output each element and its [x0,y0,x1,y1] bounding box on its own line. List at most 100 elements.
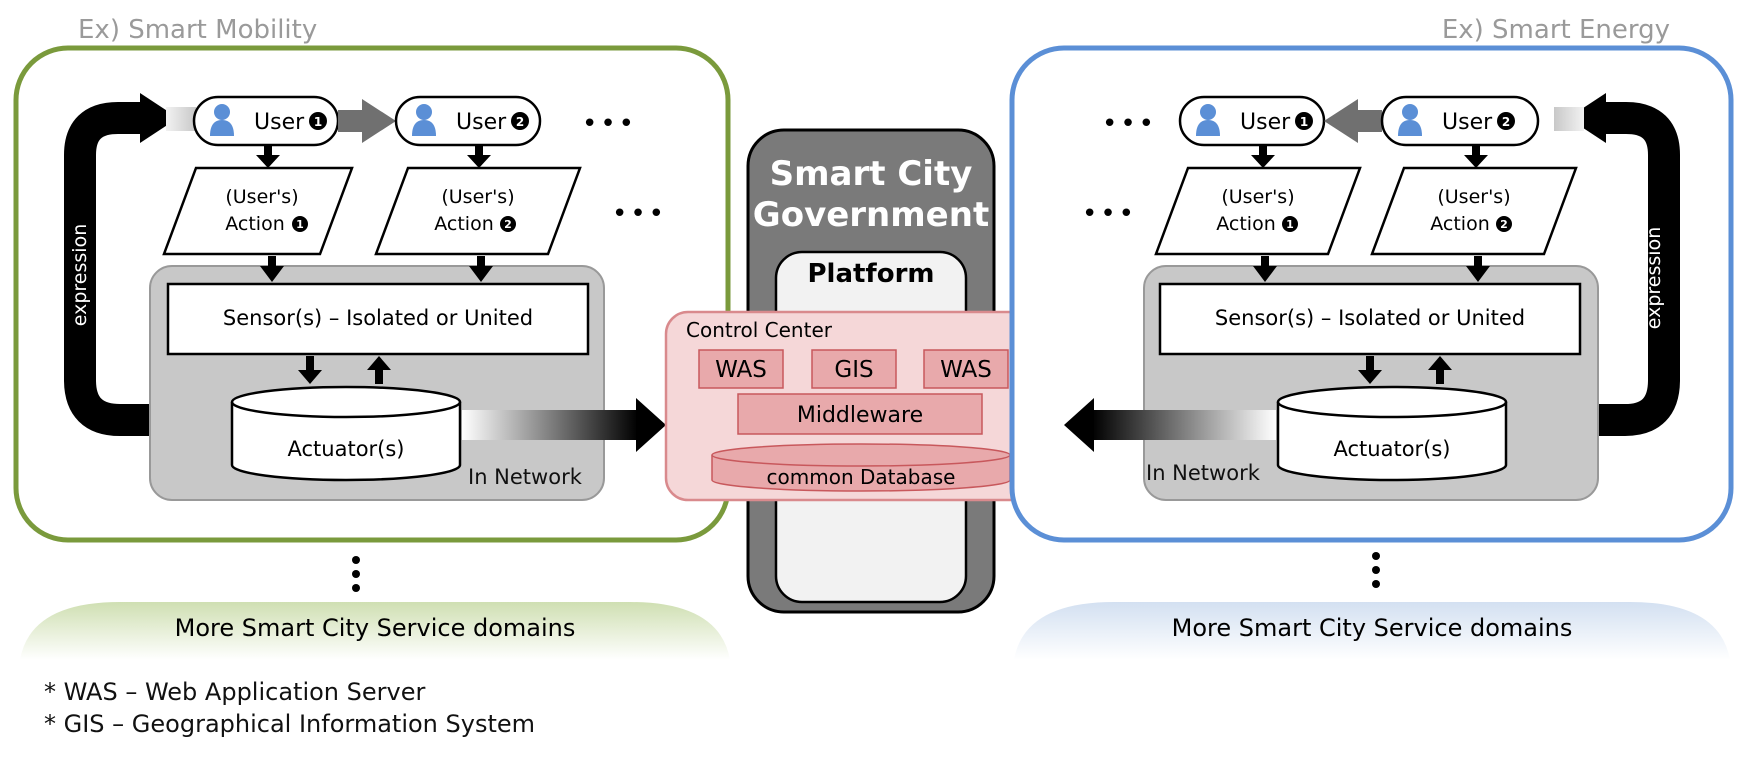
right-action2-prefix: (User's) [1437,186,1510,208]
left-vertical-ellipsis [352,584,360,592]
left-arrow-sensor-actuator [298,370,322,384]
left-more-domains-banner [20,602,730,660]
left-user1-badge [309,112,327,130]
right-more-domains-label: More Smart City Service domains [1172,614,1573,642]
middleware-module [737,393,983,435]
was-right-module [923,349,1009,389]
platform-label: Platform [807,259,934,289]
right-arrow-user1-action [1251,155,1275,168]
left-action1-word: Action [225,213,285,235]
right-users-ellipsis: ••• [1102,109,1157,139]
left-actuator-label: Actuator(s) [288,437,405,461]
left-to-control-center-arrow [462,410,638,440]
left-action2-badge [500,216,516,232]
left-action2-shape [374,166,582,256]
right-actuator-label: Actuator(s) [1334,437,1451,461]
left-user2-badge-number: 2 [516,115,524,129]
left-to-control-center-arrowhead [636,398,666,452]
control-center-label: Control Center [686,318,833,342]
left-arrow-user1-action [256,155,280,168]
footnote-was: * WAS – Web Application Server [44,678,426,706]
left-action2-badge-number: 2 [504,218,512,231]
left-actuator-top [230,385,462,419]
right-vertical-ellipsis [1372,580,1380,588]
left-panel-title: Ex) Smart Mobility [78,15,317,45]
right-arrow-sensor-actuator [1358,370,1382,384]
left-action1-prefix: (User's) [225,186,298,208]
right-arrow-user2-action [1464,155,1488,168]
left-sensor-label: Sensor(s) – Isolated or United [223,306,533,330]
left-action1-badge-number: 1 [296,218,304,231]
left-arrow-action2-sensor [469,266,493,282]
right-expression-arrowhead [1568,93,1606,143]
left-domain-panel: Ex) Smart Mobility expression In Network… [13,15,731,660]
right-actuator-body [1276,402,1508,482]
right-action1-prefix: (User's) [1221,186,1294,208]
was-left-label: WAS [715,357,767,383]
right-action1-badge-number: 1 [1286,218,1294,231]
right-to-control-center-arrowhead [1064,398,1094,452]
database-label: common Database [767,465,956,489]
right-user2-label: User [1442,110,1493,135]
right-arrow-action1-sensor [1253,266,1277,282]
left-network-label: In Network [468,465,583,489]
left-expression-label: expression [69,224,91,327]
right-panel-title: Ex) Smart Energy [1442,15,1670,45]
right-user2-badge [1497,112,1515,130]
left-user-transition-arrow [338,99,396,143]
left-expression-loop-arrow [64,102,232,436]
left-action1-shape [162,166,354,256]
right-action2-word: Action [1430,213,1490,235]
right-sensor-label: Sensor(s) – Isolated or United [1215,306,1525,330]
left-user1-label: User [254,110,305,135]
right-fade-connector [1554,107,1584,131]
left-user1-badge-number: 1 [314,115,322,129]
left-sensor-box [166,282,590,356]
left-actuator-body [230,402,462,482]
gis-label: GIS [834,357,873,383]
was-right-label: WAS [940,357,992,383]
right-expression-loop-arrow [1506,102,1680,436]
left-arrow-user2-action [467,155,491,168]
right-action2-badge-number: 2 [1500,218,1508,231]
right-sensor-box [1158,282,1582,356]
right-actuator-top [1276,385,1508,419]
left-users-ellipsis: ••• [582,109,637,139]
left-arrow-action1-sensor [260,266,284,282]
right-action2-badge [1496,216,1512,232]
right-action1-word: Action [1216,213,1276,235]
right-arrow-actuator-sensor [1428,356,1452,370]
middleware-label: Middleware [797,403,923,428]
right-domain-panel: Ex) Smart Energy expression In Network •… [1009,15,1734,660]
database-top [711,443,1011,467]
right-user-transition-arrow [1324,99,1382,143]
left-fade-connector [166,107,196,131]
left-action2-word: Action [434,213,494,235]
was-left-module [698,349,784,389]
right-arrow-action2-sensor [1466,266,1490,282]
gis-module [811,349,897,389]
footnote-gis: * GIS – Geographical Information System [44,710,536,738]
right-to-control-center-arrow [1092,410,1276,440]
right-user2-badge-number: 2 [1502,115,1510,129]
left-more-domains-label: More Smart City Service domains [175,614,576,642]
right-action2-shape [1370,166,1578,256]
government-title-line1: Smart City [770,154,973,194]
government-title-line2: Government [753,195,989,235]
right-user1-badge-number: 1 [1300,115,1308,129]
right-user1-label: User [1240,110,1291,135]
right-actions-ellipsis: ••• [1082,199,1137,229]
left-arrow-actuator-sensor [367,356,391,370]
right-expression-label: expression [1643,227,1665,330]
left-action1-badge [292,216,308,232]
right-action1-shape [1154,166,1362,256]
right-more-domains-banner [1014,602,1730,660]
left-action2-prefix: (User's) [441,186,514,208]
control-center: Control Center WAS GIS WAS Middleware co… [664,310,1060,502]
left-expression-arrowhead [140,93,178,143]
right-user1-badge [1295,112,1313,130]
right-network-label: In Network [1146,461,1261,485]
right-action1-badge [1282,216,1298,232]
